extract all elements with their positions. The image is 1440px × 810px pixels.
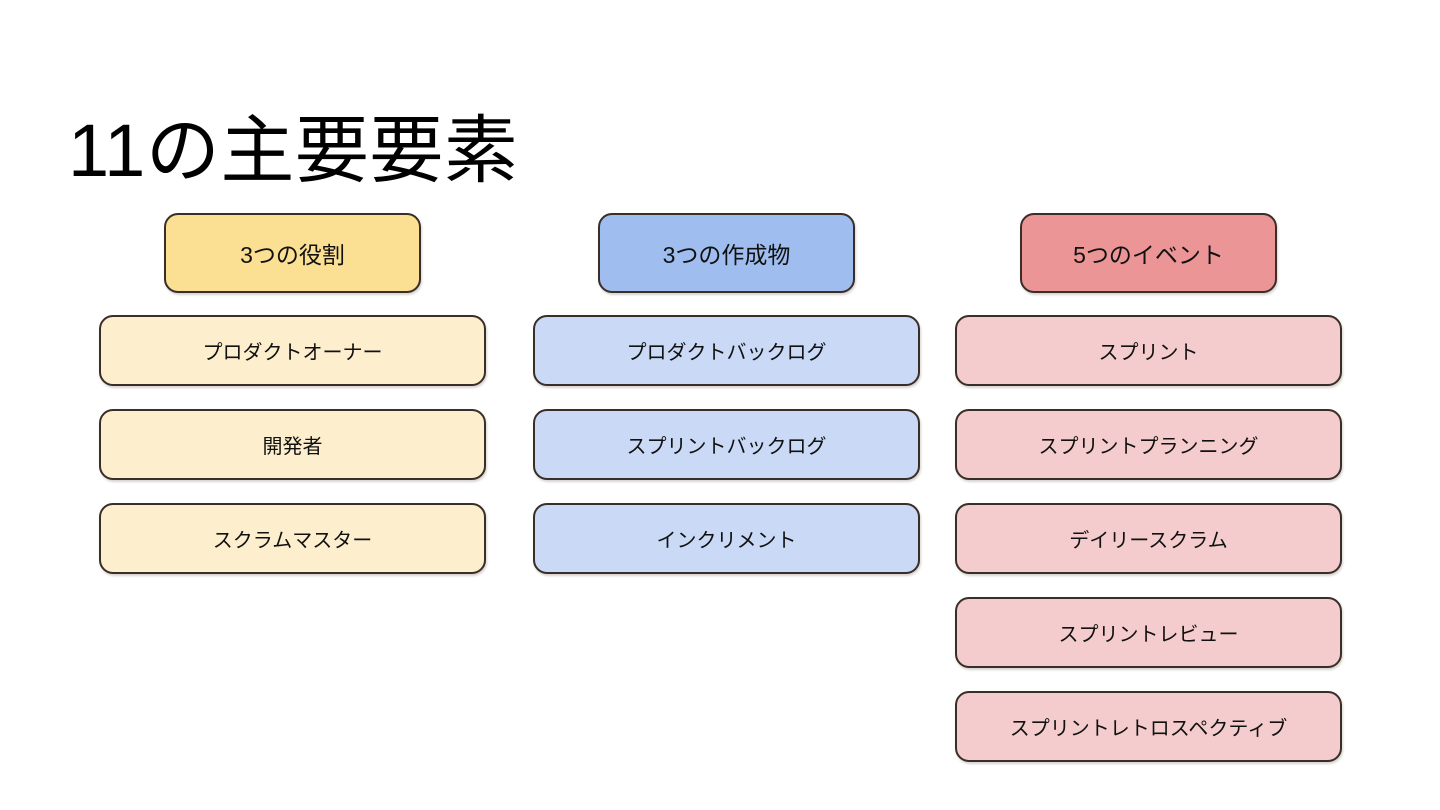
- column-header-label: 3つの作成物: [662, 242, 791, 268]
- list-item[interactable]: プロダクトバックログ: [533, 315, 920, 386]
- column-header-artifacts[interactable]: 3つの作成物: [598, 213, 855, 293]
- list-item[interactable]: スプリントレトロスペクティブ: [955, 691, 1342, 762]
- list-item[interactable]: スプリントバックログ: [533, 409, 920, 480]
- list-item[interactable]: スプリントレビュー: [955, 597, 1342, 668]
- list-item-label: スプリントプランニング: [1038, 436, 1259, 458]
- column-header-label: 5つのイベント: [1073, 242, 1224, 268]
- list-item[interactable]: スプリント: [955, 315, 1342, 386]
- column-header-roles[interactable]: 3つの役割: [164, 213, 421, 293]
- column-header-label: 3つの役割: [240, 242, 345, 268]
- list-item-label: インクリメント: [656, 530, 797, 552]
- list-item-label: デイリースクラム: [1069, 530, 1228, 552]
- list-item-label: スプリントバックログ: [626, 436, 827, 458]
- list-item-label: スクラムマスター: [212, 530, 373, 552]
- column-roles: 3つの役割 プロダクトオーナー 開発者 スクラムマスター: [99, 213, 486, 574]
- list-item[interactable]: スプリントプランニング: [955, 409, 1342, 480]
- column-events: 5つのイベント スプリント スプリントプランニング デイリースクラム スプリント…: [955, 213, 1342, 762]
- list-item[interactable]: 開発者: [99, 409, 486, 480]
- list-item-label: スプリントレトロスペクティブ: [1009, 718, 1288, 740]
- list-item-label: プロダクトオーナー: [202, 342, 383, 364]
- column-header-events[interactable]: 5つのイベント: [1020, 213, 1277, 293]
- list-item[interactable]: インクリメント: [533, 503, 920, 574]
- list-item[interactable]: スクラムマスター: [99, 503, 486, 574]
- column-artifacts: 3つの作成物 プロダクトバックログ スプリントバックログ インクリメント: [533, 213, 920, 574]
- list-item-label: スプリント: [1098, 342, 1199, 364]
- list-item-label: プロダクトバックログ: [626, 342, 827, 364]
- list-item-label: スプリントレビュー: [1058, 624, 1239, 646]
- list-item-label: 開発者: [262, 436, 323, 458]
- list-item[interactable]: プロダクトオーナー: [99, 315, 486, 386]
- list-item[interactable]: デイリースクラム: [955, 503, 1342, 574]
- columns-container: 3つの役割 プロダクトオーナー 開発者 スクラムマスター 3つの作成物 プロダク…: [0, 213, 1440, 783]
- page-title: 11の主要要素: [68, 108, 519, 192]
